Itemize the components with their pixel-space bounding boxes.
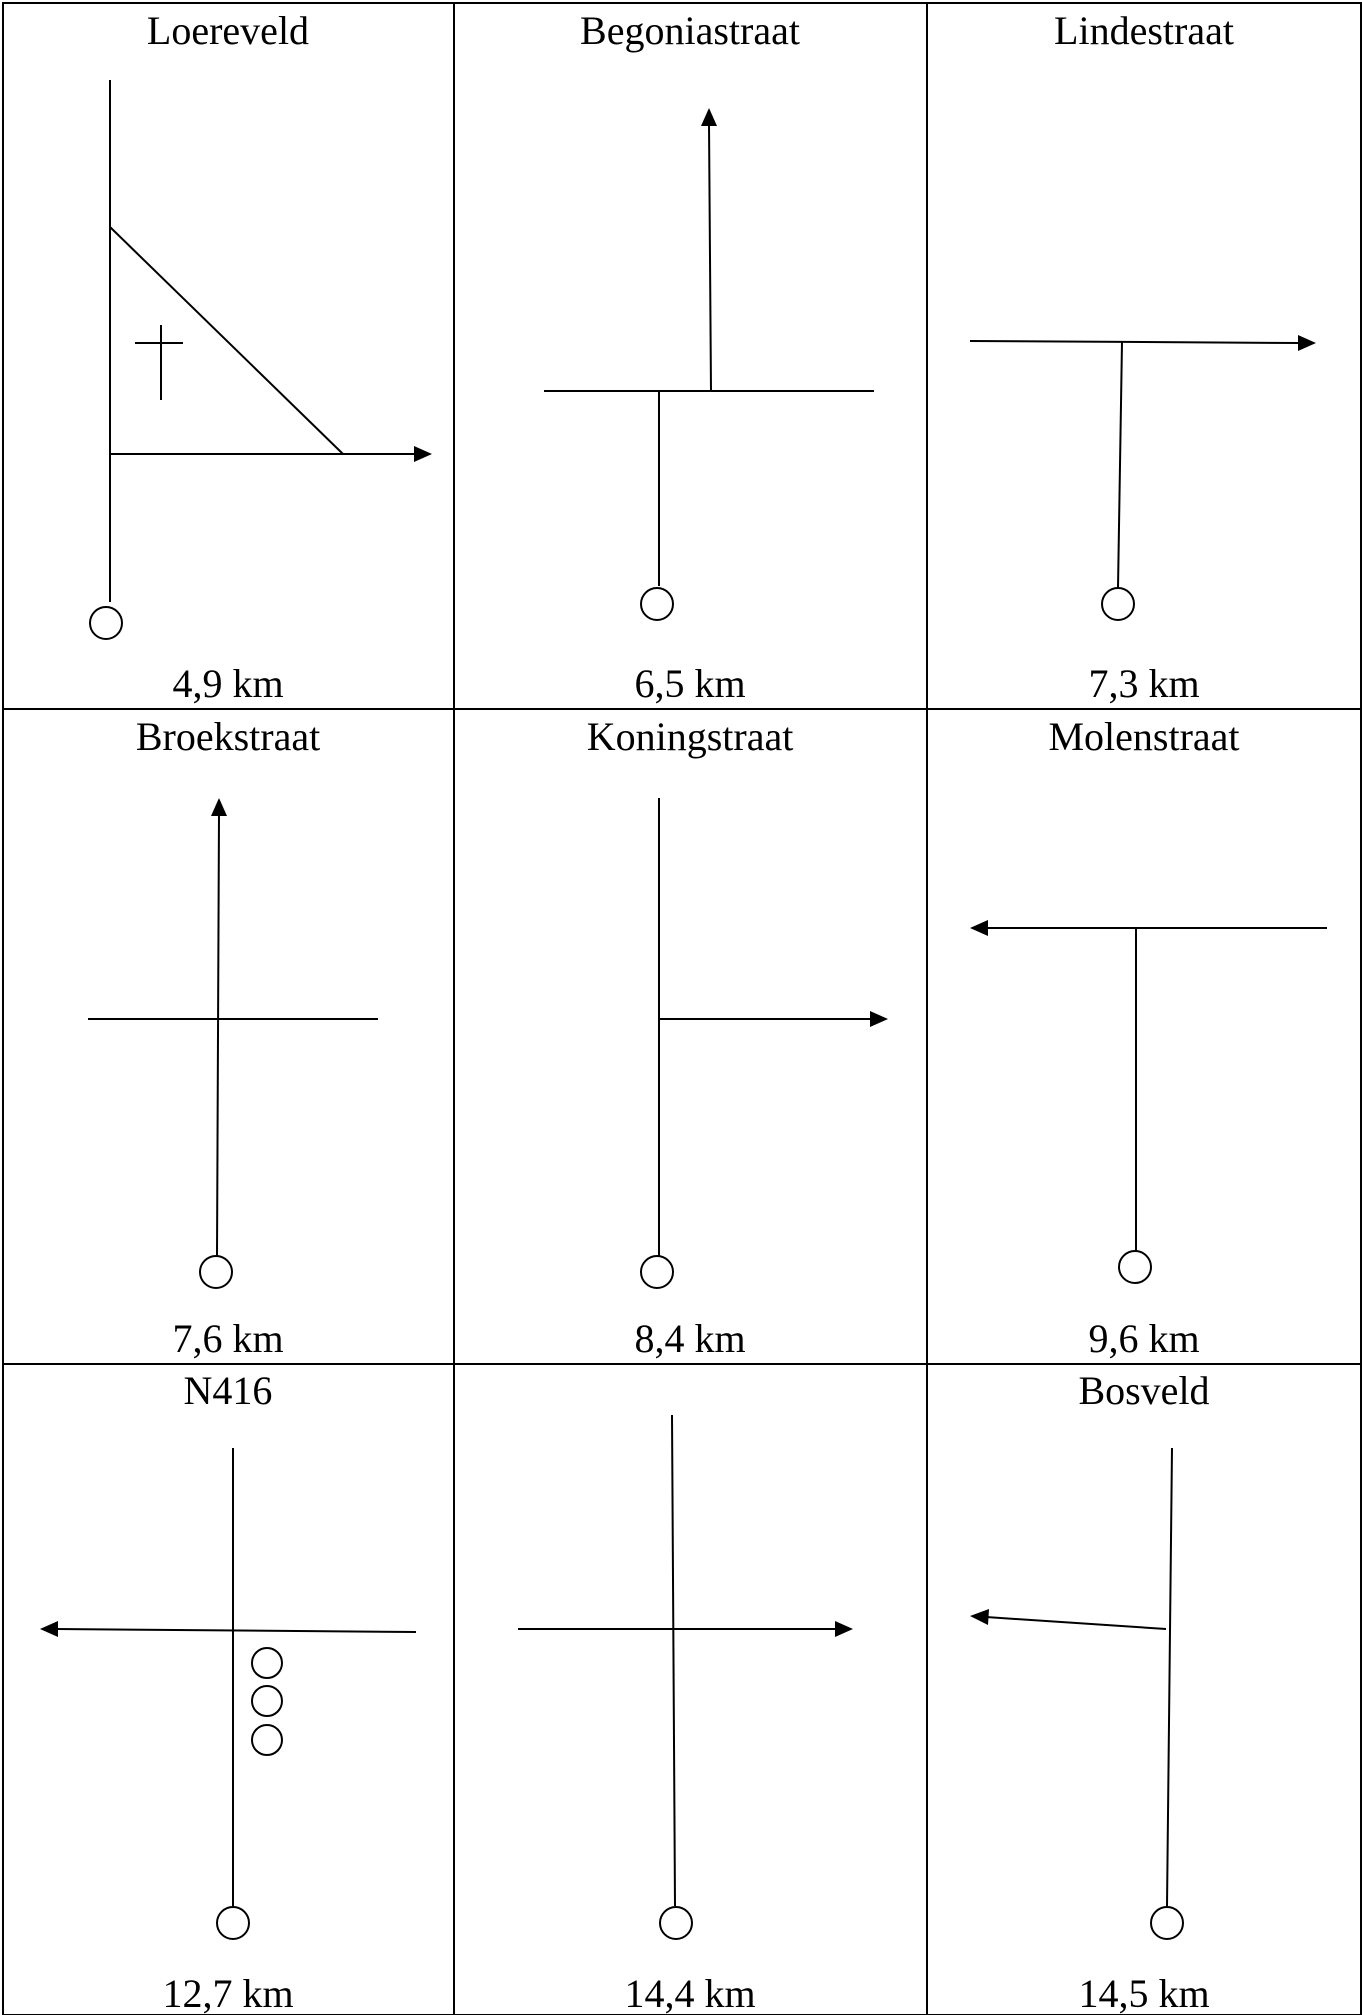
distance-label: 14,4 km: [624, 1971, 755, 2015]
arrow-up-icon: [701, 108, 717, 126]
start-point-icon: [1118, 1250, 1152, 1284]
cell-koningstraat: Koningstraat 8,4 km: [587, 714, 888, 1361]
street-name-label: Begoniastraat: [580, 8, 800, 53]
street-name-label: Broekstraat: [136, 714, 320, 759]
arrow-left-icon: [970, 920, 988, 936]
start-point-icon: [659, 1906, 693, 1940]
start-point-icon: [640, 1255, 674, 1289]
turn-diagram-loereveld: [89, 80, 432, 640]
start-point-icon: [216, 1906, 250, 1940]
arrow-up-icon: [211, 798, 227, 816]
arrow-left-icon: [40, 1621, 58, 1637]
cell-crossroad: 14,4 km: [518, 1414, 853, 2015]
distance-label: 7,3 km: [1088, 661, 1199, 706]
distance-label: 9,6 km: [1088, 1316, 1199, 1361]
start-point-icon: [640, 587, 674, 621]
arrow-right-icon: [835, 1621, 853, 1637]
turn-diagram-broekstraat: [88, 798, 378, 1289]
turn-diagram-bosveld: [970, 1447, 1184, 1940]
church-cross-icon: [135, 325, 183, 400]
arrow-left-icon: [970, 1609, 989, 1625]
cell-lindestraat: Lindestraat 7,3 km: [969, 8, 1316, 706]
street-name-label: Lindestraat: [1054, 8, 1234, 53]
traffic-light-icon: [251, 1647, 283, 1756]
turn-diagram-begoniastraat: [544, 108, 874, 621]
turn-diagram-lindestraat: [969, 335, 1316, 621]
distance-label: 12,7 km: [162, 1971, 293, 2015]
arrow-right-icon: [870, 1011, 888, 1027]
cell-molenstraat: Molenstraat 9,6 km: [970, 714, 1327, 1361]
arrow-right-icon: [414, 446, 432, 462]
start-point-icon: [1150, 1906, 1184, 1940]
turn-diagram-crossroad: [518, 1414, 853, 1940]
arrow-right-icon: [1298, 335, 1316, 351]
street-name-label: N416: [184, 1368, 273, 1413]
cell-bosveld: Bosveld 14,5 km: [970, 1368, 1210, 2015]
street-name-label: Molenstraat: [1048, 714, 1239, 759]
street-name-label: Loereveld: [147, 8, 309, 53]
distance-label: 14,5 km: [1078, 1971, 1209, 2015]
start-point-icon: [199, 1255, 233, 1289]
turn-diagram-n416: [40, 1448, 417, 1940]
turn-diagram-koningstraat: [640, 798, 888, 1289]
distance-label: 8,4 km: [634, 1316, 745, 1361]
cell-loereveld: Loereveld 4,9 km: [89, 8, 432, 706]
cell-begoniastraat: Begoniastraat 6,5 km: [544, 8, 874, 706]
cell-broekstraat: Broekstraat 7,6 km: [88, 714, 378, 1361]
cell-n416: N416 12,7 km: [40, 1368, 417, 2015]
street-name-label: Koningstraat: [587, 714, 794, 759]
distance-label: 7,6 km: [172, 1316, 283, 1361]
start-point-icon: [1101, 587, 1135, 621]
turn-diagram-molenstraat: [970, 920, 1327, 1284]
street-name-label: Bosveld: [1078, 1368, 1209, 1413]
distance-label: 4,9 km: [172, 661, 283, 706]
distance-label: 6,5 km: [634, 661, 745, 706]
start-point-icon: [89, 606, 123, 640]
